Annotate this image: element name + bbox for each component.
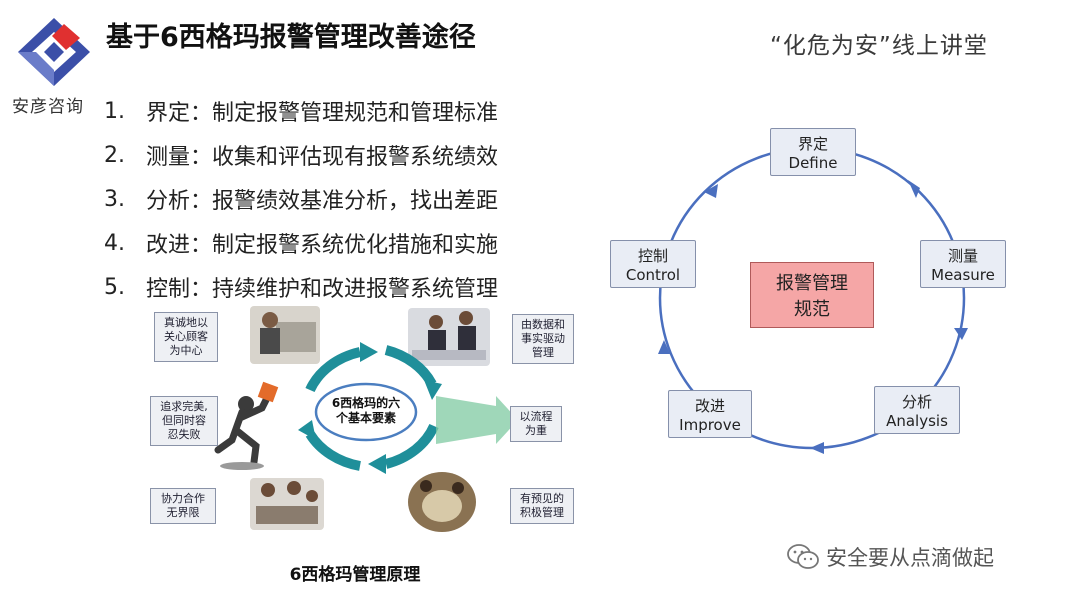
six-sigma-diagram	[214, 306, 518, 532]
company-logo-icon	[18, 18, 90, 86]
cycle-arrowheads-icon	[658, 180, 968, 454]
step-text: 分析：报警绩效基准分析，找出差距	[146, 189, 499, 214]
center-cloud-icon	[314, 382, 418, 442]
note-process-focus: 以流程为重	[510, 406, 562, 442]
steps-list: 1. 界定：制定报警管理规范和管理标准 2. 测量：收集和评估现有报警系统绩效 3.…	[104, 89, 498, 309]
note-data-driven: 由数据和事实驱动管理	[512, 314, 574, 364]
watermark-text: 安全要从点滴做起	[826, 546, 994, 570]
step-text: 控制：持续维护和改进报警系统管理	[146, 277, 499, 302]
sigma-caption: 6西格玛管理原理	[289, 565, 421, 585]
step-number: 4.	[104, 230, 125, 256]
list-item: 2. 测量：收集和评估现有报警系统绩效	[104, 133, 498, 177]
meeting-illustration-icon	[408, 308, 490, 366]
round-table-illustration-icon	[408, 472, 476, 532]
cycle-arrows-icon	[305, 345, 439, 471]
people-illustration-icon	[250, 306, 320, 364]
step-text: 界定：制定报警管理规范和管理标准	[146, 101, 499, 126]
logo-text: 安彦咨询	[12, 97, 84, 117]
sigma-center-label: 6西格玛的六 个基本要素	[331, 396, 401, 425]
list-item: 1. 界定：制定报警管理规范和管理标准	[104, 89, 498, 133]
running-man-icon	[214, 381, 279, 470]
page-title: 基于6西格玛报警管理改善途径	[106, 22, 476, 53]
note-proactive: 有预见的积极管理	[510, 488, 574, 524]
note-tolerate-failure: 追求完美,但同时容忍失败	[150, 396, 218, 446]
cycle-center-label: 报警管理 规范	[750, 262, 874, 328]
wechat-icon	[787, 544, 819, 569]
step-number: 2.	[104, 142, 125, 168]
note-customer-focus: 真诚地以关心顾客为中心	[154, 312, 218, 362]
list-item: 4. 改进：制定报警系统优化措施和实施	[104, 221, 498, 265]
step-number: 5.	[104, 274, 125, 300]
step-number: 1.	[104, 98, 125, 124]
note-collaboration: 协力合作无界限	[150, 488, 216, 524]
process-arrow-icon	[436, 396, 518, 444]
list-item: 5. 控制：持续维护和改进报警系统管理	[104, 265, 498, 309]
step-number: 3.	[104, 186, 125, 212]
step-text: 改进：制定报警系统优化措施和实施	[146, 233, 499, 258]
list-item: 3. 分析：报警绩效基准分析，找出差距	[104, 177, 498, 221]
team-illustration-icon	[250, 478, 324, 530]
watermark: 安全要从点滴做起	[786, 542, 994, 572]
step-text: 测量：收集和评估现有报警系统绩效	[146, 145, 499, 170]
slogan: “化危为安”线上讲堂	[770, 33, 988, 59]
